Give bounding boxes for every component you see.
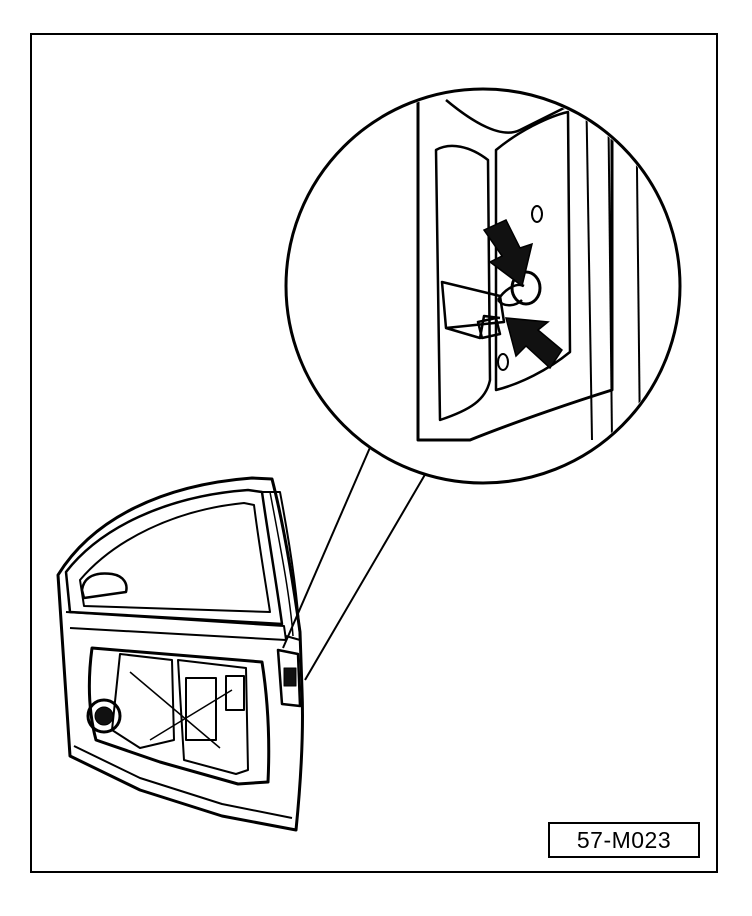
regulator-rail [177, 659, 249, 775]
window-glass [79, 502, 271, 613]
regulator-bracket [185, 677, 217, 741]
window-frame [64, 488, 284, 626]
car-door [56, 476, 305, 832]
regulator-cable [129, 671, 221, 749]
pillar-strip [262, 491, 301, 641]
check-strap-arm [445, 314, 501, 340]
hinge-detail [283, 667, 297, 687]
panel-edge-line-1 [585, 91, 593, 441]
speaker-cone [94, 706, 114, 726]
pillar-strip-inner [269, 491, 294, 637]
speaker [86, 698, 122, 734]
check-strap-plate [440, 280, 506, 330]
pillar-recess-right [494, 110, 572, 392]
regulator-cable-2 [149, 689, 233, 741]
pillar-top-curve [445, 98, 581, 134]
callout-lines [282, 435, 431, 681]
magnified-detail [284, 87, 682, 485]
hinge-area [276, 648, 302, 708]
arrow-icon-upper [482, 219, 534, 288]
screw-hole-bottom [497, 353, 509, 371]
technical-illustration [56, 87, 682, 832]
door-bottom-edge [73, 745, 293, 819]
panel-edge-line-2 [607, 91, 613, 441]
mirror-mount [80, 572, 128, 600]
inner-panel-opening [87, 646, 271, 786]
lock-module [225, 675, 245, 711]
arrow-icon-lower [505, 317, 563, 370]
pillar-recess-left [434, 144, 492, 422]
screw-hole-top [531, 205, 543, 223]
figure-id-label: 57-M023 [548, 822, 700, 858]
magnifier-circle [284, 87, 682, 485]
retainer-clip [476, 316, 502, 340]
belt-line [65, 611, 287, 641]
pillar-panel-outer [416, 91, 614, 442]
